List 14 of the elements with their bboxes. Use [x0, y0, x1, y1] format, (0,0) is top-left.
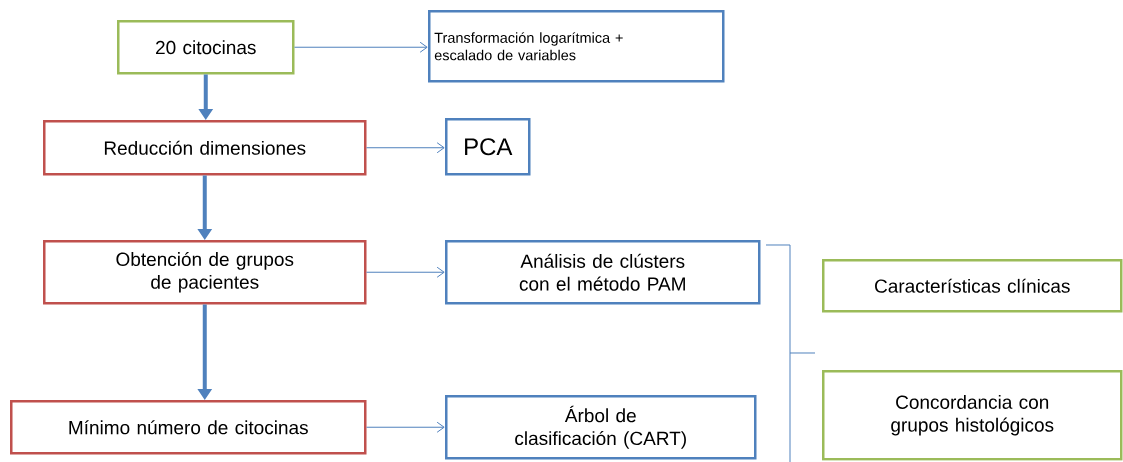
- process-box: Transformación logarítmica + escalado de variables: [428, 10, 725, 83]
- process-box: PCA: [445, 118, 531, 176]
- arrow: [294, 41, 428, 53]
- process-box: Análisis de clústers con el método PAM: [445, 240, 761, 305]
- process-box: 20 citocinas: [117, 20, 295, 75]
- process-box: Concordancia con grupos histológicos: [822, 370, 1123, 461]
- arrow: [366, 266, 445, 278]
- process-box: Características clínicas: [822, 259, 1123, 313]
- process-box: Reducción dimensiones: [43, 120, 367, 176]
- process-box: Mínimo número de citocinas: [10, 400, 367, 455]
- process-box: Árbol de clasificación (CART): [445, 395, 757, 460]
- process-box: Obtención de grupos de pacientes: [43, 240, 367, 305]
- arrow: [366, 142, 445, 154]
- arrow: [366, 421, 445, 433]
